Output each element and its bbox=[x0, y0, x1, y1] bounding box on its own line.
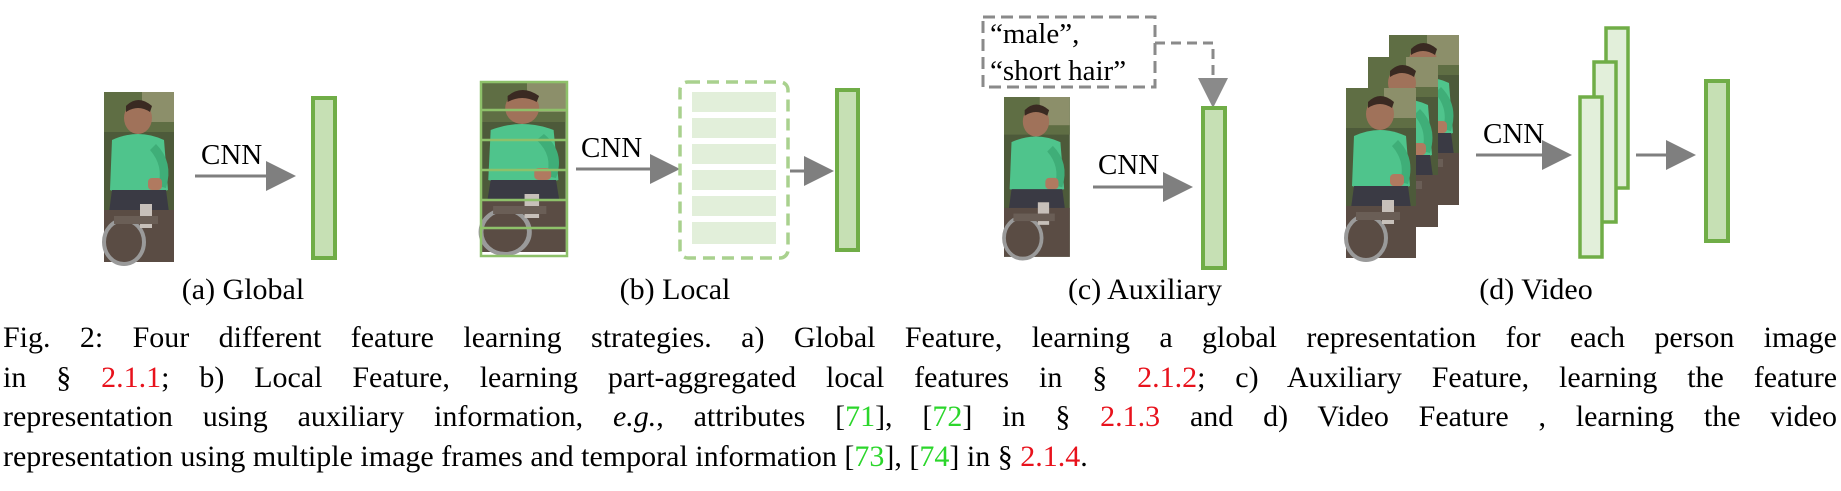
panel-auxiliary: “male”, “short hair” CNN (c) Auxiliary bbox=[981, 15, 1228, 306]
feature-vector bbox=[311, 96, 337, 260]
citation-link[interactable]: 71 bbox=[845, 400, 876, 433]
section-ref-link[interactable]: 2.1.3 bbox=[1100, 400, 1161, 433]
caption-line: in § 2.1.1; b) Local Feature, learning p… bbox=[3, 360, 1838, 394]
panel-label: (a) Global bbox=[182, 273, 304, 306]
panel-video: CNN (d) Video bbox=[1344, 26, 1730, 306]
attribute-arrow bbox=[1155, 41, 1228, 108]
cnn-label: CNN bbox=[1098, 149, 1159, 181]
panel-label: (c) Auxiliary bbox=[1068, 273, 1222, 306]
local-feature-stripe bbox=[692, 118, 776, 138]
cnn-label: CNN bbox=[581, 132, 642, 164]
figure-diagram: CNN (a) Global CNN (b) Local “male”, “sh… bbox=[102, 15, 1730, 306]
panel-label: (d) Video bbox=[1479, 273, 1592, 306]
cnn-label: CNN bbox=[1483, 118, 1544, 150]
section-ref-link[interactable]: 2.1.1 bbox=[101, 360, 162, 394]
attribute-text: “male”, bbox=[990, 18, 1079, 50]
caption-line: representation using multiple image fram… bbox=[3, 439, 1088, 473]
citation-link[interactable]: 73 bbox=[854, 439, 885, 473]
local-feature-stripe bbox=[692, 196, 776, 216]
panel-label: (b) Local bbox=[620, 273, 731, 306]
local-feature-stripe bbox=[692, 170, 776, 190]
caption-line: Fig. 2: Four different feature learning … bbox=[3, 321, 1837, 354]
citation-link[interactable]: 72 bbox=[932, 400, 963, 433]
frame-feature bbox=[1578, 95, 1604, 259]
panel-local: CNN (b) Local bbox=[481, 80, 860, 306]
section-ref-link[interactable]: 2.1.4 bbox=[1020, 439, 1081, 473]
feature-vector bbox=[1201, 106, 1227, 270]
local-feature-stripe bbox=[692, 222, 776, 244]
feature-vector bbox=[1704, 79, 1730, 243]
local-feature-group bbox=[678, 80, 790, 260]
figure-caption: Fig. 2: Four different feature learning … bbox=[3, 318, 1837, 476]
panel-global: CNN (a) Global bbox=[102, 90, 337, 306]
section-ref-link[interactable]: 2.1.2 bbox=[1137, 360, 1198, 394]
caption-line: representation using auxiliary informati… bbox=[3, 400, 1837, 433]
citation-link[interactable]: 74 bbox=[919, 439, 950, 473]
person-image bbox=[102, 90, 176, 266]
local-feature-stripe bbox=[692, 144, 776, 164]
video-frame bbox=[1344, 86, 1418, 262]
local-feature-stripe bbox=[692, 92, 776, 112]
feature-vector bbox=[835, 88, 860, 252]
attribute-text: “short hair” bbox=[990, 55, 1126, 87]
person-image bbox=[1002, 95, 1072, 261]
attribute-box bbox=[981, 15, 1157, 89]
cnn-label: CNN bbox=[201, 139, 262, 171]
